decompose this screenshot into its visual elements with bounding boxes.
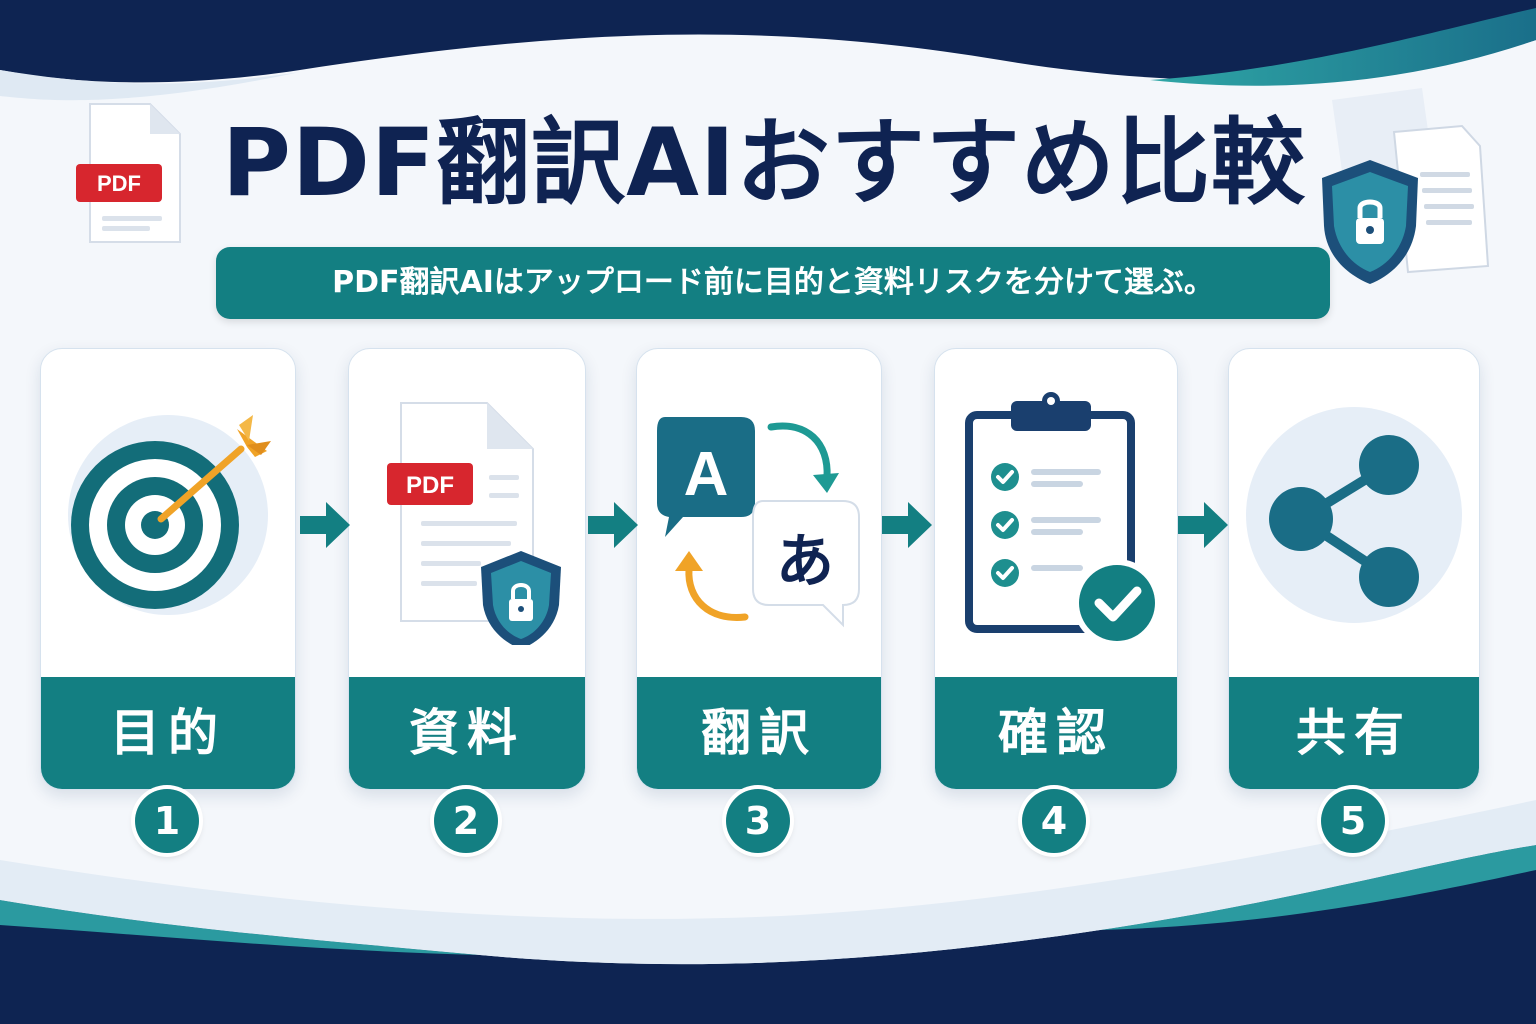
step-label: 共有 [1229,677,1479,789]
step-card-purpose: 目的 [40,348,296,790]
step-number: 1 [135,789,199,853]
step-label: 目的 [41,677,295,789]
pdf-badge-text: PDF [406,472,454,499]
step-card-document: PDF 資料 [348,348,586,790]
page-title: PDF翻訳AIおすすめ比較 [222,109,1306,218]
step-number: 2 [434,789,498,853]
translate-icon: A あ [657,417,860,628]
step-card-check: 確認 [934,348,1178,790]
pdf-lock-icon: PDF [387,402,561,645]
right-arrow-icon [588,502,638,548]
right-arrow-icon [300,502,350,548]
clipboard-check-icon [965,392,1161,645]
step-number: 3 [726,789,790,853]
step-label: 翻訳 [637,677,881,789]
step-number: 4 [1022,789,1086,853]
share-icon [1246,407,1462,623]
step-label: 資料 [349,677,585,789]
subtitle-banner: PDF翻訳AIはアップロード前に目的と資料リスクを分けて選ぶ。 [216,247,1330,319]
subtitle-text: PDF翻訳AIはアップロード前に目的と資料リスクを分けて選ぶ。 [332,265,1214,300]
step-label: 確認 [935,677,1177,789]
pdf-badge-text: PDF [97,171,141,196]
step-card-translate: A あ 翻訳 [636,348,882,790]
right-arrow-icon [1178,502,1228,548]
target-icon [68,415,271,615]
latin-glyph: A [684,440,729,509]
shield-lock-documents-icon [1322,88,1490,284]
step-number: 5 [1321,789,1385,853]
right-arrow-icon [882,502,932,548]
japanese-glyph: あ [776,527,834,595]
pdf-document-icon: PDF [76,103,181,243]
step-card-share: 共有 [1228,348,1480,790]
